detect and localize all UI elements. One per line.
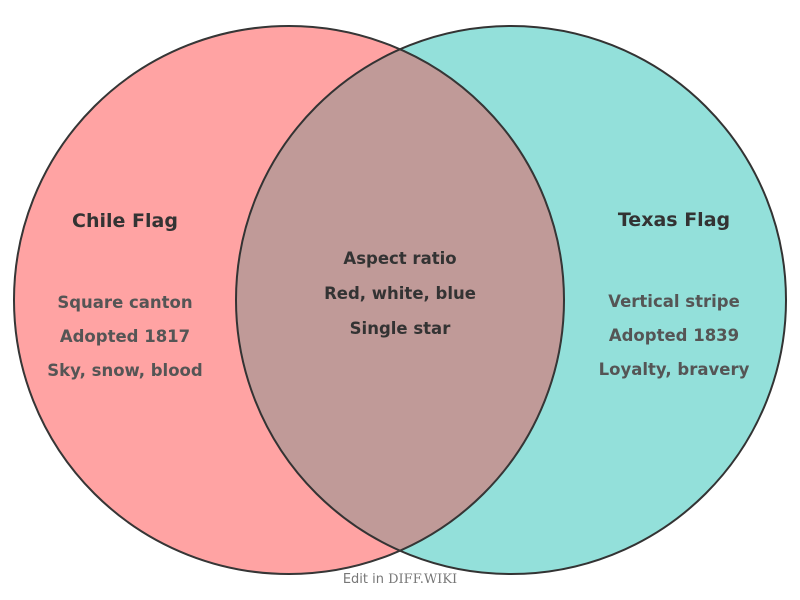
right-item: Loyalty, bravery	[598, 360, 750, 379]
right-set-title: Texas Flag	[617, 209, 731, 231]
right-item: Vertical stripe	[608, 292, 740, 311]
shared-item: Aspect ratio	[343, 249, 457, 268]
shared-item: Red, white, blue	[324, 284, 476, 303]
left-set-title: Chile Flag	[72, 210, 178, 232]
left-item: Sky, snow, blood	[47, 361, 203, 380]
edit-link[interactable]: Edit in DIFF.WIKI	[343, 572, 457, 587]
left-item: Adopted 1817	[59, 327, 191, 346]
left-item: Square canton	[57, 293, 193, 312]
edit-link-brand: DIFF.WIKI	[388, 572, 458, 587]
shared-item: Single star	[349, 319, 451, 338]
overlap-region	[236, 26, 564, 574]
right-item: Adopted 1839	[608, 326, 740, 345]
edit-link-prefix: Edit in	[342, 572, 389, 587]
